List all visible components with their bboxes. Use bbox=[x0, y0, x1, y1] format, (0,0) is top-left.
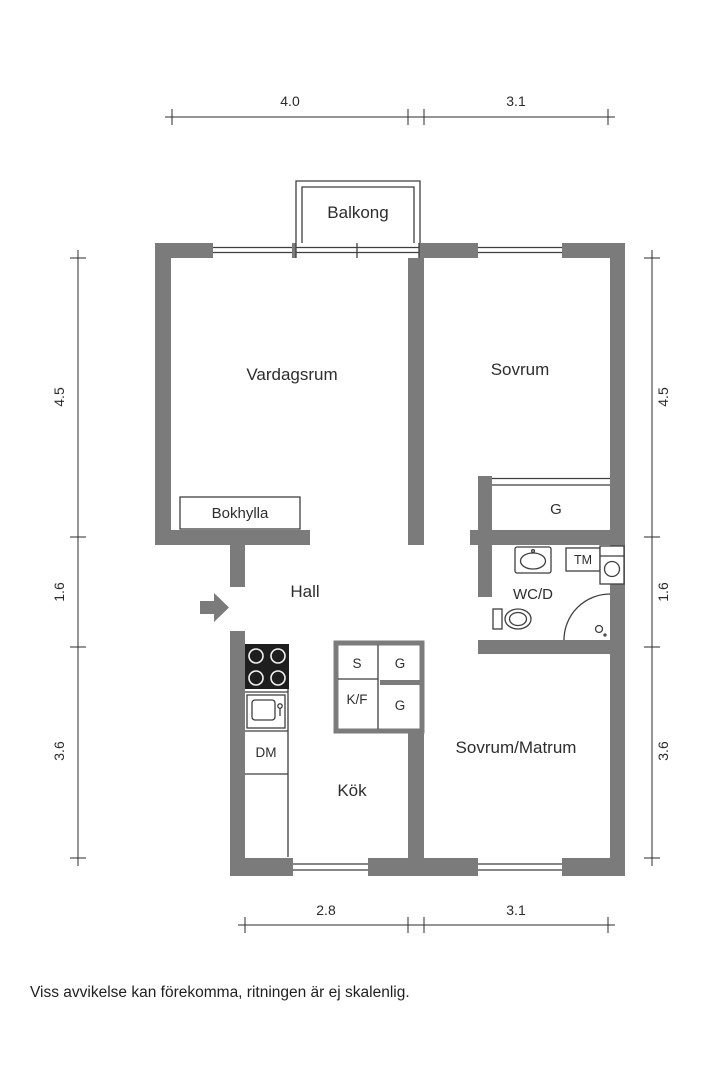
dimension-line-left: 4.5 1.6 3.6 bbox=[51, 250, 86, 866]
label-wardrobe-g: G bbox=[550, 501, 562, 518]
window-sovrum-matrum bbox=[478, 858, 562, 876]
dim-right-2: 3.6 bbox=[655, 741, 671, 761]
dimension-line-top: 4.0 3.1 bbox=[165, 93, 615, 125]
toilet-symbol bbox=[492, 608, 532, 630]
label-dm: DM bbox=[256, 745, 277, 760]
window-kok bbox=[293, 858, 368, 876]
dim-left-2: 3.6 bbox=[51, 741, 67, 761]
label-g-top: G bbox=[395, 656, 406, 671]
window-sovrum bbox=[478, 243, 562, 258]
label-tm: TM bbox=[574, 553, 592, 567]
bathroom-sink-symbol bbox=[514, 546, 552, 574]
window-vardagsrum bbox=[213, 243, 292, 258]
room-label-sovrum: Sovrum bbox=[491, 360, 550, 379]
room-label-balkong: Balkong bbox=[327, 203, 388, 222]
dim-bottom-1: 3.1 bbox=[506, 902, 526, 918]
walls bbox=[155, 243, 625, 876]
room-label-bokhylla: Bokhylla bbox=[212, 505, 269, 522]
dim-right-0: 4.5 bbox=[655, 387, 671, 407]
kitchen-counter-lines bbox=[245, 644, 289, 857]
room-label-kok: Kök bbox=[337, 781, 367, 800]
dimension-line-bottom: 2.8 3.1 bbox=[238, 902, 615, 933]
dim-left-1: 1.6 bbox=[51, 582, 67, 602]
disclaimer-text: Viss avvikelse kan förekomma, ritningen … bbox=[30, 984, 410, 1001]
label-s: S bbox=[352, 656, 361, 671]
dim-top-1: 3.1 bbox=[506, 93, 526, 109]
label-g-bottom: G bbox=[395, 698, 406, 713]
balcony-outline bbox=[295, 180, 421, 244]
stove-symbol bbox=[245, 644, 289, 689]
cabinet-block bbox=[333, 640, 425, 734]
room-label-vardagsrum: Vardagsrum bbox=[246, 365, 337, 384]
room-label-sovrum-matrum: Sovrum/Matrum bbox=[456, 738, 577, 757]
room-label-wcd: WC/D bbox=[513, 586, 553, 603]
bookshelf-outline bbox=[179, 496, 301, 530]
entrance-arrow-icon bbox=[200, 593, 229, 622]
windows bbox=[213, 243, 562, 876]
room-label-hall: Hall bbox=[290, 582, 319, 601]
wardrobe-lines bbox=[492, 477, 610, 486]
dim-bottom-0: 2.8 bbox=[316, 902, 336, 918]
shower-symbol bbox=[563, 593, 611, 641]
washing-machine-symbol bbox=[565, 545, 625, 585]
dimension-line-right: 4.5 1.6 3.6 bbox=[644, 250, 671, 866]
kitchen-sink-symbol bbox=[246, 694, 286, 729]
dim-right-1: 1.6 bbox=[655, 582, 671, 602]
dim-top-0: 4.0 bbox=[280, 93, 300, 109]
dim-left-0: 4.5 bbox=[51, 387, 67, 407]
label-kf: K/F bbox=[346, 692, 367, 707]
balcony-door bbox=[295, 243, 420, 258]
